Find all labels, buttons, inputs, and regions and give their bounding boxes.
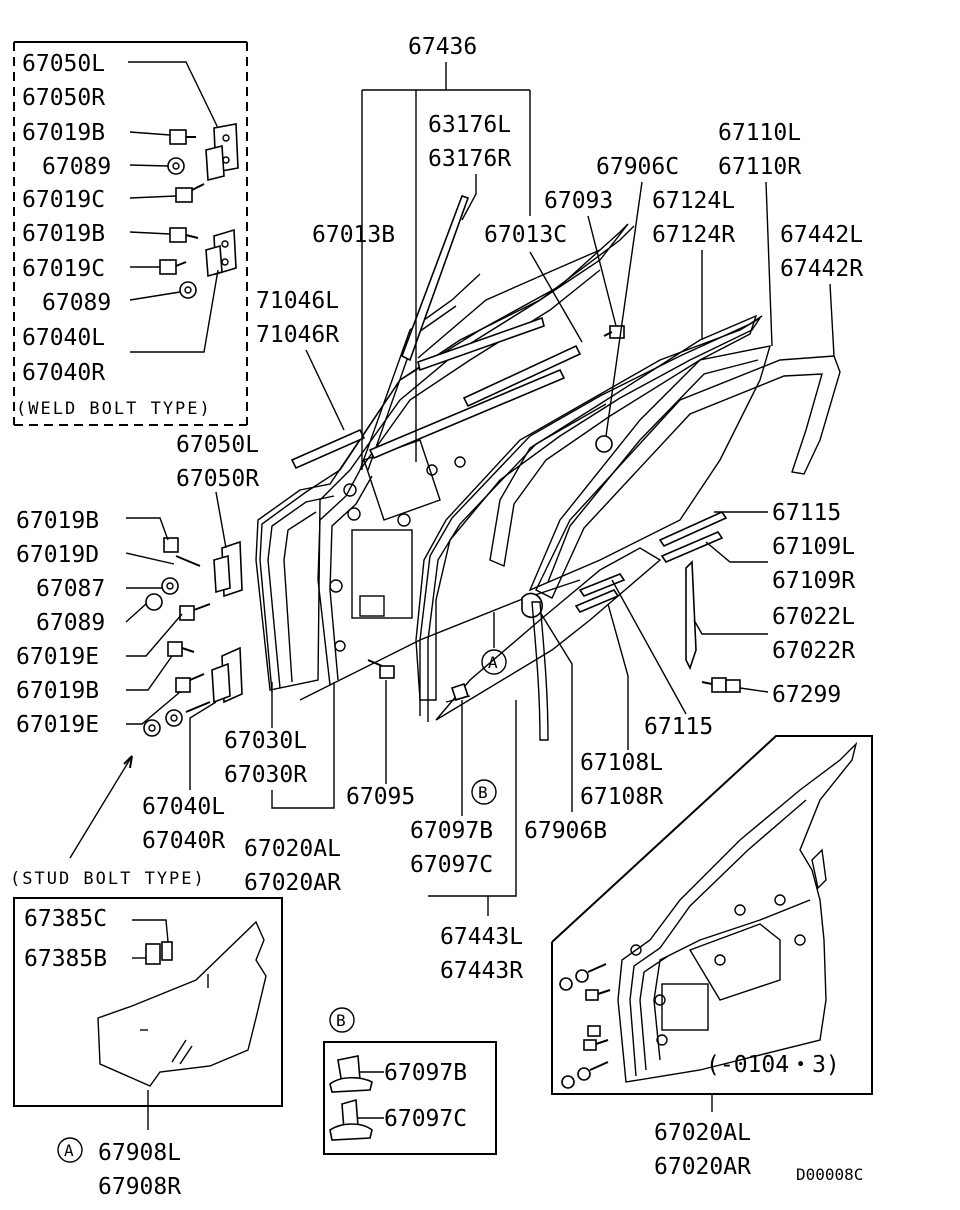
label-67124L: 67124L bbox=[652, 188, 735, 214]
marker-a-main: A bbox=[488, 653, 498, 672]
label-67013C: 67013C bbox=[484, 222, 567, 248]
main-door-assembly bbox=[255, 194, 841, 741]
label-67115-upper: 67115 bbox=[772, 500, 841, 526]
label-67115-lower: 67115 bbox=[644, 714, 713, 740]
stud-hinges bbox=[211, 540, 243, 704]
weld-leaders bbox=[128, 61, 219, 353]
stud-label-67019E-2: 67019E bbox=[16, 712, 99, 738]
inset-door-drawing bbox=[617, 741, 858, 1083]
label-67020AR: 67020AR bbox=[244, 870, 341, 896]
label-67093: 67093 bbox=[544, 188, 613, 214]
label-71046L: 71046L bbox=[256, 288, 339, 314]
weld-label-67019C: 67019C bbox=[22, 187, 105, 213]
label-67020AL: 67020AL bbox=[244, 836, 341, 862]
weld-lower-hinge bbox=[205, 228, 237, 278]
inset-67020AL: 67020AL bbox=[654, 1120, 751, 1146]
label-67442R: 67442R bbox=[780, 256, 863, 282]
detail-b-box: B 67097B 67097C bbox=[323, 1007, 497, 1155]
stud-label-67050L: 67050L bbox=[176, 432, 259, 458]
weld-label-67050L: 67050L bbox=[22, 51, 105, 77]
inset-range: (-0104・3) bbox=[706, 1052, 840, 1078]
label-67022R: 67022R bbox=[772, 638, 855, 664]
stud-label-67019E: 67019E bbox=[16, 644, 99, 670]
weld-label-67040L: 67040L bbox=[22, 325, 105, 351]
marker-b-detail: B bbox=[336, 1011, 346, 1030]
inset-bolts bbox=[559, 963, 611, 1089]
label-67109R: 67109R bbox=[772, 568, 855, 594]
weld-label-67019C-2: 67019C bbox=[22, 256, 105, 282]
main-labels: 67436 63176L 63176R 67013B 67013C 67093 … bbox=[224, 34, 863, 984]
inset-door-box: (-0104・3) 67020AL 67020AR bbox=[551, 735, 873, 1180]
label-67124R: 67124R bbox=[652, 222, 735, 248]
detail-b-67097C: 67097C bbox=[384, 1106, 467, 1132]
weld-label-67089: 67089 bbox=[42, 154, 111, 180]
label-67109L: 67109L bbox=[772, 534, 855, 560]
label-67443R: 67443R bbox=[440, 958, 523, 984]
label-67443L: 67443L bbox=[440, 924, 523, 950]
label-67436: 67436 bbox=[408, 34, 477, 60]
label-67908L: 67908L bbox=[98, 1140, 181, 1166]
label-67442L: 67442L bbox=[780, 222, 863, 248]
label-67385C: 67385C bbox=[24, 906, 107, 932]
label-67030L: 67030L bbox=[224, 728, 307, 754]
label-63176L: 63176L bbox=[428, 112, 511, 138]
label-67097C: 67097C bbox=[410, 852, 493, 878]
label-71046R: 71046R bbox=[256, 322, 339, 348]
label-67908R: 67908R bbox=[98, 1174, 181, 1200]
label-67097B: 67097B bbox=[410, 818, 493, 844]
weld-label-67089-2: 67089 bbox=[42, 290, 111, 316]
label-67095: 67095 bbox=[346, 784, 415, 810]
marker-a-detail: A bbox=[64, 1141, 74, 1160]
label-67108R: 67108R bbox=[580, 784, 663, 810]
stud-label-67019B: 67019B bbox=[16, 508, 99, 534]
stud-label-67089: 67089 bbox=[36, 610, 105, 636]
stud-label-67087: 67087 bbox=[36, 576, 105, 602]
drawing-code: D00008C bbox=[796, 1165, 863, 1184]
label-67110R: 67110R bbox=[718, 154, 801, 180]
label-67108L: 67108L bbox=[580, 750, 663, 776]
label-67022L: 67022L bbox=[772, 604, 855, 630]
weld-bolt-box: 67050L 67050R 67019B 67089 67019C 67019B… bbox=[13, 41, 248, 426]
stud-label-67050R: 67050R bbox=[176, 466, 259, 492]
stud-label-67040L: 67040L bbox=[142, 794, 225, 820]
detail-b-67097B: 67097B bbox=[384, 1060, 467, 1086]
stud-label-67019B-2: 67019B bbox=[16, 678, 99, 704]
stud-bolts bbox=[143, 537, 211, 737]
weld-label-67050R: 67050R bbox=[22, 85, 105, 111]
marker-a-circle bbox=[481, 649, 507, 675]
weld-label-67019B-2: 67019B bbox=[22, 221, 105, 247]
weld-caption: (WELD BOLT TYPE) bbox=[16, 399, 212, 419]
marker-b-circle bbox=[471, 779, 497, 805]
label-67906C: 67906C bbox=[596, 154, 679, 180]
label-67299: 67299 bbox=[772, 682, 841, 708]
stud-label-67040R: 67040R bbox=[142, 828, 225, 854]
weld-upper-hinge bbox=[205, 123, 239, 182]
weld-label-67019B: 67019B bbox=[22, 120, 105, 146]
label-67030R: 67030R bbox=[224, 762, 307, 788]
stud-bolt-group: 67050L 67050R 67019B 67019D 67087 67089 … bbox=[10, 432, 259, 889]
label-67110L: 67110L bbox=[718, 120, 801, 146]
label-67385B: 67385B bbox=[24, 946, 107, 972]
main-leaders bbox=[271, 62, 835, 916]
label-67906B: 67906B bbox=[524, 818, 607, 844]
label-67013B: 67013B bbox=[312, 222, 395, 248]
label-63176R: 63176R bbox=[428, 146, 511, 172]
detail-a-box: 67385C 67385B A 67908L 67908R bbox=[13, 897, 283, 1200]
stud-caption: (STUD BOLT TYPE) bbox=[10, 869, 206, 889]
weld-bolts bbox=[159, 129, 205, 299]
stud-label-67019D: 67019D bbox=[16, 542, 99, 568]
weld-label-67040R: 67040R bbox=[22, 360, 105, 386]
inset-67020AR: 67020AR bbox=[654, 1154, 751, 1180]
stud-leaders bbox=[69, 491, 227, 859]
marker-b-main: B bbox=[478, 783, 488, 802]
